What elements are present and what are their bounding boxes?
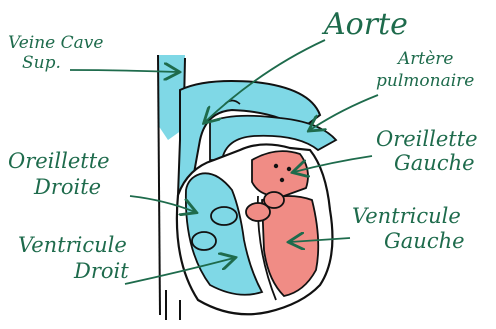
label-vena-cava-line2: Sup. [22, 54, 61, 72]
label-oreillette-gauche-line2: Gauche [394, 152, 475, 174]
aortic-valve [264, 192, 284, 208]
pulmonary-valve [192, 232, 216, 250]
label-vena-cava-line1: Veine Cave [8, 34, 103, 52]
pulmonary-vein-dot [280, 178, 284, 182]
tricuspid-valve [211, 207, 237, 225]
label-ventricule-gauche-line1: Ventricule [352, 205, 461, 227]
label-aorte: Aorte [324, 10, 408, 40]
label-ventricule-gauche-line2: Gauche [384, 230, 465, 252]
label-oreillette-droite-line2: Droite [34, 176, 101, 198]
label-ventricule-droit-line1: Ventricule [18, 234, 127, 256]
inferior-vena-cava [166, 290, 180, 320]
label-arteria-line1: Artère [398, 50, 453, 68]
label-oreillette-gauche-line1: Oreillette [376, 128, 478, 150]
label-arteria-line2: pulmonaire [376, 72, 474, 90]
pulmonary-vein-dot [274, 164, 278, 168]
arrow-arteria [310, 95, 378, 130]
pulmonary-vein-dot [287, 167, 291, 171]
label-ventricule-droit-line2: Droit [74, 260, 129, 282]
label-oreillette-droite-line1: Oreillette [8, 150, 110, 172]
left-atrium-shape [252, 151, 308, 196]
